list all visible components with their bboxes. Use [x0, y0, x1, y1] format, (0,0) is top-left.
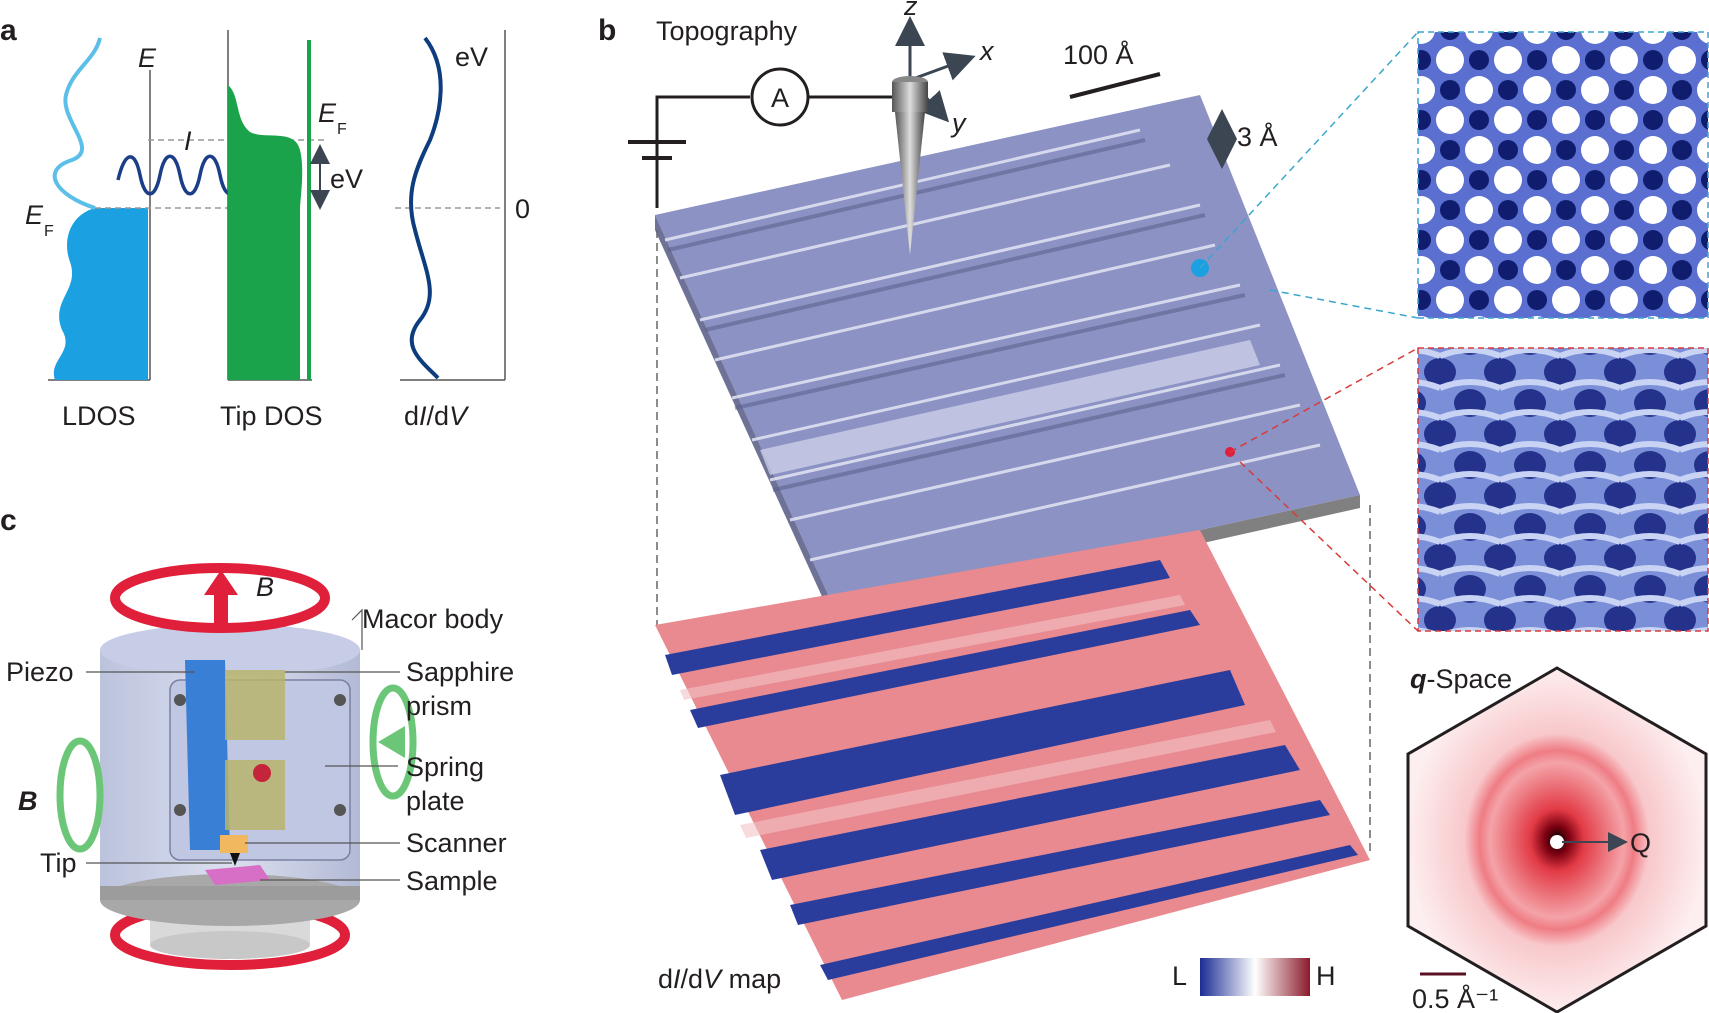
modulated-lattice-inset: [1417, 347, 1709, 632]
sapphire-prism-label-2: prism: [406, 691, 472, 721]
ldos-filled-states: [53, 208, 148, 380]
topography-ridges: [664, 128, 1321, 562]
didv-map-label: dI/dV map: [658, 964, 781, 994]
stm-tip: [892, 76, 928, 255]
right-coil: [369, 684, 417, 800]
tip-dos-graph: E F Tip DOS: [220, 30, 347, 431]
didv-curve: [408, 36, 443, 380]
sample-label: Sample: [406, 866, 498, 896]
spring-plate-label-2: plate: [406, 786, 465, 816]
panel-b-label: b: [598, 14, 616, 47]
field-label-top: B: [256, 572, 274, 602]
tip-point: [230, 853, 240, 866]
ldos-empty-states-curve: [52, 37, 102, 210]
height-label: 3 Å: [1237, 121, 1278, 152]
tip-label: Tip: [40, 848, 77, 878]
sapphire-prism-label-1: Sapphire: [406, 657, 514, 687]
leader-lines: [86, 608, 400, 881]
atomic-lattice-inset: [1417, 31, 1709, 319]
field-arrow-vertical: [204, 570, 238, 595]
panel-c: c B B: [0, 504, 514, 970]
zero-label: 0: [515, 194, 530, 224]
ldos-fermi-label: E: [25, 200, 44, 230]
tip-dos-filled: [228, 85, 303, 380]
scalebar: [1069, 72, 1161, 99]
sapphire-prism-upper: [225, 670, 285, 740]
piezo: [185, 660, 230, 850]
ammeter-label: A: [771, 83, 789, 113]
topography-surface: [655, 95, 1360, 625]
colorbar-gradient: [1200, 958, 1310, 996]
macor-body-top: [100, 624, 360, 676]
current-label: I: [184, 126, 192, 156]
panel-b: b Topography A z x y: [598, 0, 1709, 1013]
axis-x-label: x: [978, 36, 995, 66]
topography-base: [655, 95, 1360, 610]
prism-ball: [253, 764, 271, 782]
tip-fermi-label: E: [318, 98, 337, 128]
didv-label: dI/dV: [404, 401, 470, 431]
left-coil: [56, 737, 104, 853]
tip-fermi-subscript: F: [337, 121, 347, 138]
scalebar-label: 100 Å: [1063, 39, 1134, 70]
colorbar: L H: [1172, 958, 1336, 996]
energy-axis-label: E: [138, 43, 157, 73]
didv-map-stripes: [665, 560, 1358, 980]
field-label-left: B: [18, 786, 38, 816]
q-space-label: q-Space: [1410, 664, 1512, 694]
axis-z-label: z: [903, 0, 918, 21]
didv-graph: eV 0 dI/dV: [395, 30, 530, 431]
field-arrow-horizontal: [378, 726, 405, 758]
axis-y-label: y: [950, 108, 967, 138]
sample: [205, 865, 270, 885]
panel-c-label: c: [0, 504, 17, 537]
q-scalebar-label: 0.5 Å⁻¹: [1412, 983, 1498, 1013]
ldos-label: LDOS: [62, 401, 136, 431]
colorbar-high-label: H: [1316, 961, 1336, 991]
piezo-label: Piezo: [6, 657, 74, 687]
scanner-label: Scanner: [406, 828, 507, 858]
spring-plate-label-1: Spring: [406, 752, 484, 782]
q-space: q-Space Q 0.5 Å⁻¹: [1406, 664, 1708, 1013]
ldos-graph: E E F LDOS: [25, 37, 157, 431]
scanner: [220, 835, 248, 853]
didv-axis-label: eV: [455, 42, 488, 72]
q-vector-label: Q: [1630, 828, 1651, 858]
ldos-fermi-subscript: F: [44, 223, 54, 240]
tip-dos-label: Tip DOS: [220, 401, 323, 431]
bright-stripe: [760, 340, 1260, 475]
colorbar-low-label: L: [1172, 961, 1187, 991]
didv-map: dI/dV map: [655, 530, 1370, 1000]
bias-label: eV: [330, 164, 363, 194]
panel-a: a E E F LDOS I E F Tip DOS: [0, 14, 530, 431]
stm-circuit: A: [628, 67, 900, 208]
panel-a-label: a: [0, 14, 17, 47]
macor-body-label: Macor body: [362, 604, 504, 634]
topography-label: Topography: [656, 16, 798, 46]
inset-blue-link: [1199, 31, 1419, 269]
